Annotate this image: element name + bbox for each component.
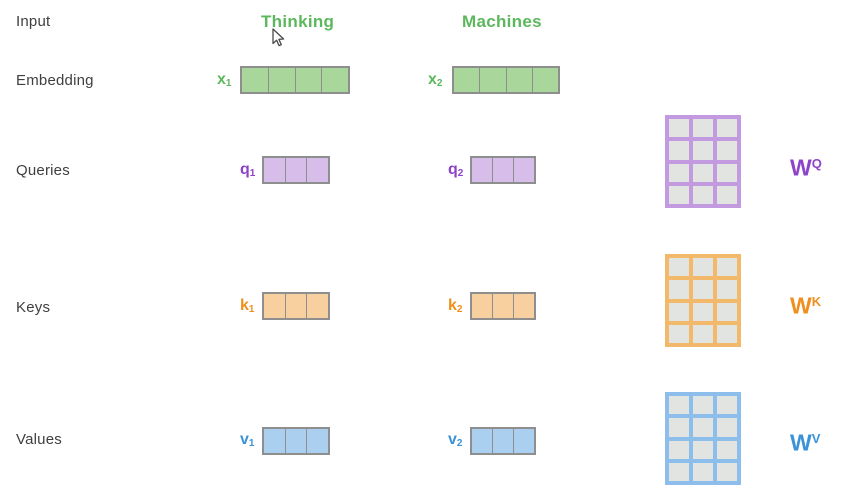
vector-cell [307, 294, 329, 318]
weight-label-wq: WQ [790, 154, 822, 181]
vector-cell [307, 158, 329, 182]
vector-label-q2: q2 [448, 161, 464, 179]
matrix-cell [693, 163, 713, 182]
matrix-cell [693, 324, 713, 343]
matrix-cell [717, 462, 737, 481]
matrix-cell [717, 302, 737, 321]
weight-matrix-wq [665, 115, 741, 208]
vector-cell [285, 158, 307, 182]
vector-cell [514, 429, 534, 453]
row-label-embedding: Embedding [16, 72, 94, 89]
vector-cell [285, 429, 307, 453]
vector-label-k2: k2 [448, 297, 463, 315]
vector-label-k1: k1 [240, 297, 255, 315]
matrix-cell [717, 440, 737, 459]
matrix-cell [717, 141, 737, 160]
matrix-cell [717, 119, 737, 138]
row-label-keys: Keys [16, 299, 51, 316]
matrix-cell [693, 302, 713, 321]
vector-cell [264, 429, 285, 453]
matrix-cell [669, 185, 689, 204]
vector-v1 [262, 427, 330, 455]
matrix-cell [669, 119, 689, 138]
vector-cell [268, 68, 295, 92]
matrix-cell [669, 258, 689, 277]
vector-cell [307, 429, 329, 453]
word-heading-thinking: Thinking [261, 12, 335, 31]
matrix-cell [693, 119, 713, 138]
vector-label-x1: x1 [217, 71, 232, 89]
row-label-input: Input [16, 13, 51, 30]
vector-cell [472, 429, 492, 453]
vector-x2 [452, 66, 560, 94]
matrix-cell [693, 280, 713, 299]
matrix-cell [669, 141, 689, 160]
weight-label-wk: WK [790, 292, 822, 319]
weight-matrix-wv [665, 392, 741, 485]
matrix-cell [717, 324, 737, 343]
vector-x1 [240, 66, 350, 94]
vector-cell [285, 294, 307, 318]
matrix-cell [693, 418, 713, 437]
vector-cell [532, 68, 558, 92]
vector-k1 [262, 292, 330, 320]
vector-cell [493, 158, 513, 182]
vector-k2 [470, 292, 536, 320]
matrix-cell [717, 280, 737, 299]
matrix-cell [669, 324, 689, 343]
matrix-cell [669, 280, 689, 299]
matrix-cell [669, 302, 689, 321]
vector-cell [514, 158, 534, 182]
vector-label-q1: q1 [240, 161, 256, 179]
row-label-queries: Queries [16, 162, 70, 179]
vector-cell [493, 294, 513, 318]
matrix-cell [669, 418, 689, 437]
vector-q1 [262, 156, 330, 184]
vector-cell [480, 68, 506, 92]
vector-label-v2: v2 [448, 431, 463, 449]
vector-cell [295, 68, 322, 92]
matrix-cell [717, 163, 737, 182]
matrix-cell [693, 185, 713, 204]
matrix-cell [693, 141, 713, 160]
weight-label-wv: WV [790, 429, 821, 456]
matrix-cell [669, 462, 689, 481]
vector-cell [454, 68, 480, 92]
matrix-cell [669, 163, 689, 182]
vector-cell [514, 294, 534, 318]
vector-q2 [470, 156, 536, 184]
row-label-values: Values [16, 431, 62, 448]
matrix-cell [693, 396, 713, 415]
vector-cell [493, 429, 513, 453]
vector-v2 [470, 427, 536, 455]
matrix-cell [717, 258, 737, 277]
matrix-cell [717, 185, 737, 204]
vector-label-v1: v1 [240, 431, 255, 449]
weight-matrix-wk [665, 254, 741, 347]
vector-label-x2: x2 [428, 71, 443, 89]
vector-cell [264, 158, 285, 182]
vector-cell [472, 294, 492, 318]
matrix-cell [717, 418, 737, 437]
vector-cell [506, 68, 532, 92]
vector-cell [322, 68, 348, 92]
matrix-cell [669, 440, 689, 459]
matrix-cell [717, 396, 737, 415]
matrix-cell [693, 258, 713, 277]
matrix-cell [693, 462, 713, 481]
vector-cell [264, 294, 285, 318]
matrix-cell [693, 440, 713, 459]
matrix-cell [669, 396, 689, 415]
vector-cell [242, 68, 268, 92]
word-heading-machines: Machines [462, 12, 542, 31]
vector-cell [472, 158, 492, 182]
